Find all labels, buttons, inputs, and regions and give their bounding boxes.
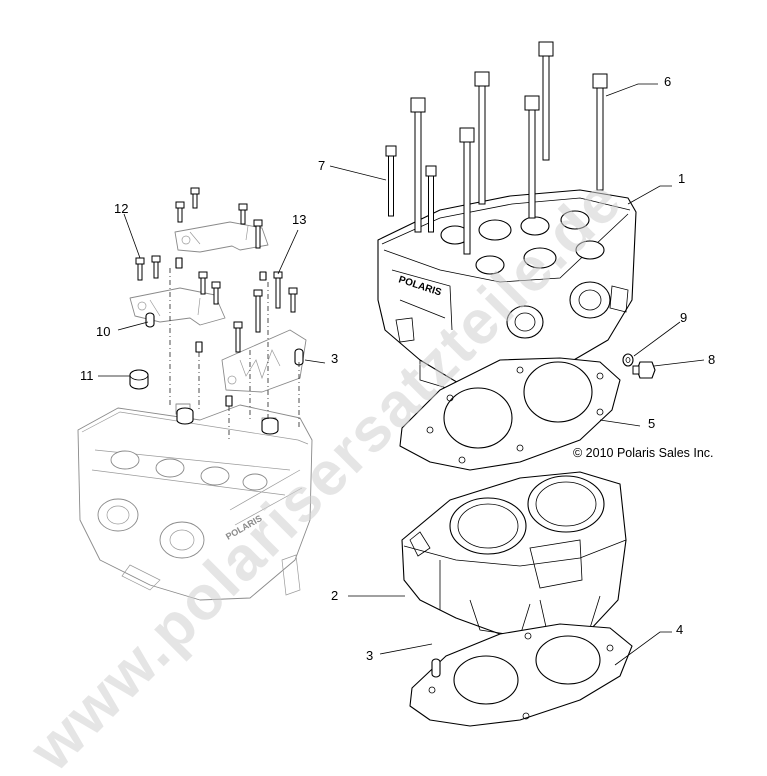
callout-labels: 1 2 3 3 4 5 6 7 8 9 10 11 12 13 xyxy=(80,74,715,663)
dowel-3-lower xyxy=(431,658,441,678)
callout-10: 10 xyxy=(96,324,110,339)
leader-lines xyxy=(98,83,705,666)
assembly-lines xyxy=(169,268,300,440)
ghost-cylinder-head: POLARIS xyxy=(77,403,313,601)
callout-13: 13 xyxy=(292,212,306,227)
left-small-parts xyxy=(129,312,304,435)
callout-5: 5 xyxy=(648,416,655,431)
parts-8-9 xyxy=(622,353,656,379)
head-bolts xyxy=(385,41,608,255)
callout-3-upper: 3 xyxy=(331,351,338,366)
callout-8: 8 xyxy=(708,352,715,367)
callout-1: 1 xyxy=(678,171,685,186)
head-gasket-5 xyxy=(399,357,621,471)
callout-7: 7 xyxy=(318,158,325,173)
camshaft-cap-front xyxy=(174,221,269,253)
callout-3-lower: 3 xyxy=(366,648,373,663)
callout-2: 2 xyxy=(331,588,338,603)
camshaft-cap-rear xyxy=(129,287,226,326)
base-gasket-4 xyxy=(409,623,633,727)
copyright-text: © 2010 Polaris Sales Inc. xyxy=(573,446,714,460)
callout-12: 12 xyxy=(114,201,128,216)
callout-9: 9 xyxy=(680,310,687,325)
cap-bolts xyxy=(135,187,298,407)
callout-11: 11 xyxy=(80,368,94,383)
cylinder-head-1: POLARIS xyxy=(377,189,637,393)
callout-6: 6 xyxy=(664,74,671,89)
callout-4: 4 xyxy=(676,622,683,637)
cylinder-2 xyxy=(401,471,627,639)
cam-carrier-13 xyxy=(221,329,307,393)
